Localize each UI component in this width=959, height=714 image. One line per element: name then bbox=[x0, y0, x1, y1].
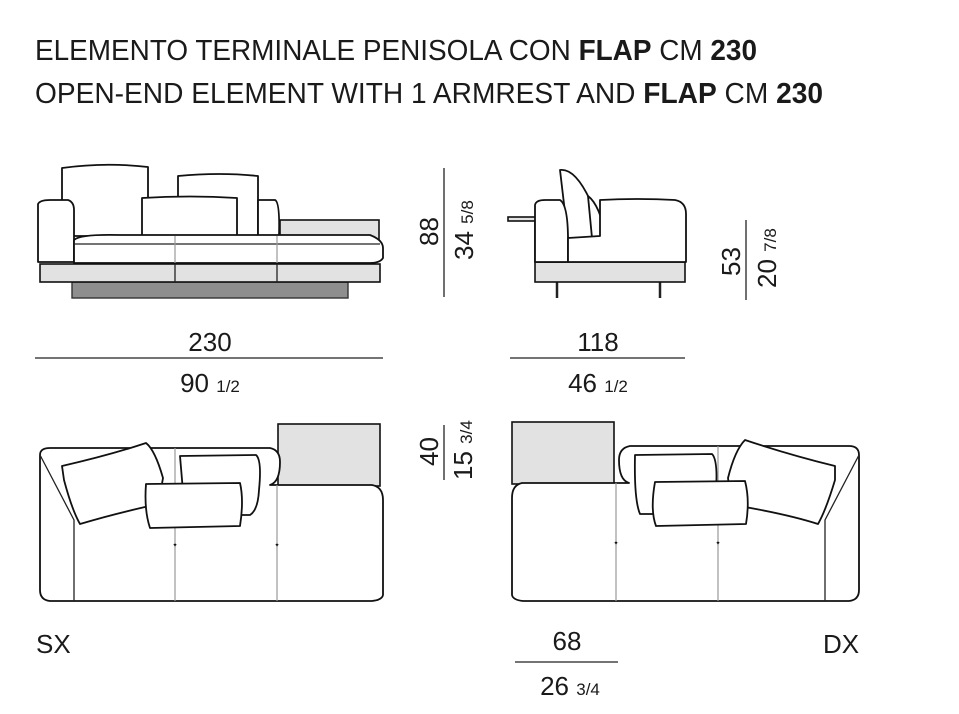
width-in: 90 1/2 bbox=[180, 368, 240, 398]
flap-width-cm: 68 bbox=[553, 626, 582, 656]
height-cm: 88 bbox=[414, 217, 444, 246]
depth-in: 46 1/2 bbox=[568, 368, 628, 398]
svg-text:✦: ✦ bbox=[274, 542, 279, 549]
left-version-label: SX bbox=[36, 629, 71, 659]
seat-height-cm: 53 bbox=[716, 247, 746, 276]
seat-height-in: 20 7/8 bbox=[752, 228, 782, 288]
height-in: 34 5/8 bbox=[449, 200, 479, 260]
flap-depth-cm: 40 bbox=[414, 437, 444, 466]
top-view-left-drawing: ✦✦ bbox=[39, 423, 384, 602]
front-view-drawing bbox=[37, 163, 384, 299]
title-english: OPEN-END ELEMENT WITH 1 ARMREST AND FLAP… bbox=[35, 78, 823, 110]
title-italian: ELEMENTO TERMINALE PENISOLA CON FLAP CM … bbox=[35, 35, 757, 67]
flap-width-in: 26 3/4 bbox=[540, 671, 600, 701]
svg-text:✦: ✦ bbox=[613, 540, 618, 547]
width-cm: 230 bbox=[188, 327, 231, 357]
svg-text:✦: ✦ bbox=[172, 542, 177, 549]
right-version-label: DX bbox=[823, 629, 859, 659]
svg-text:✦: ✦ bbox=[715, 540, 720, 547]
side-view-drawing bbox=[507, 169, 687, 298]
top-view-right-drawing: ✦✦ bbox=[511, 421, 860, 602]
depth-cm: 118 bbox=[577, 327, 618, 357]
flap-depth-in: 15 3/4 bbox=[448, 420, 478, 480]
